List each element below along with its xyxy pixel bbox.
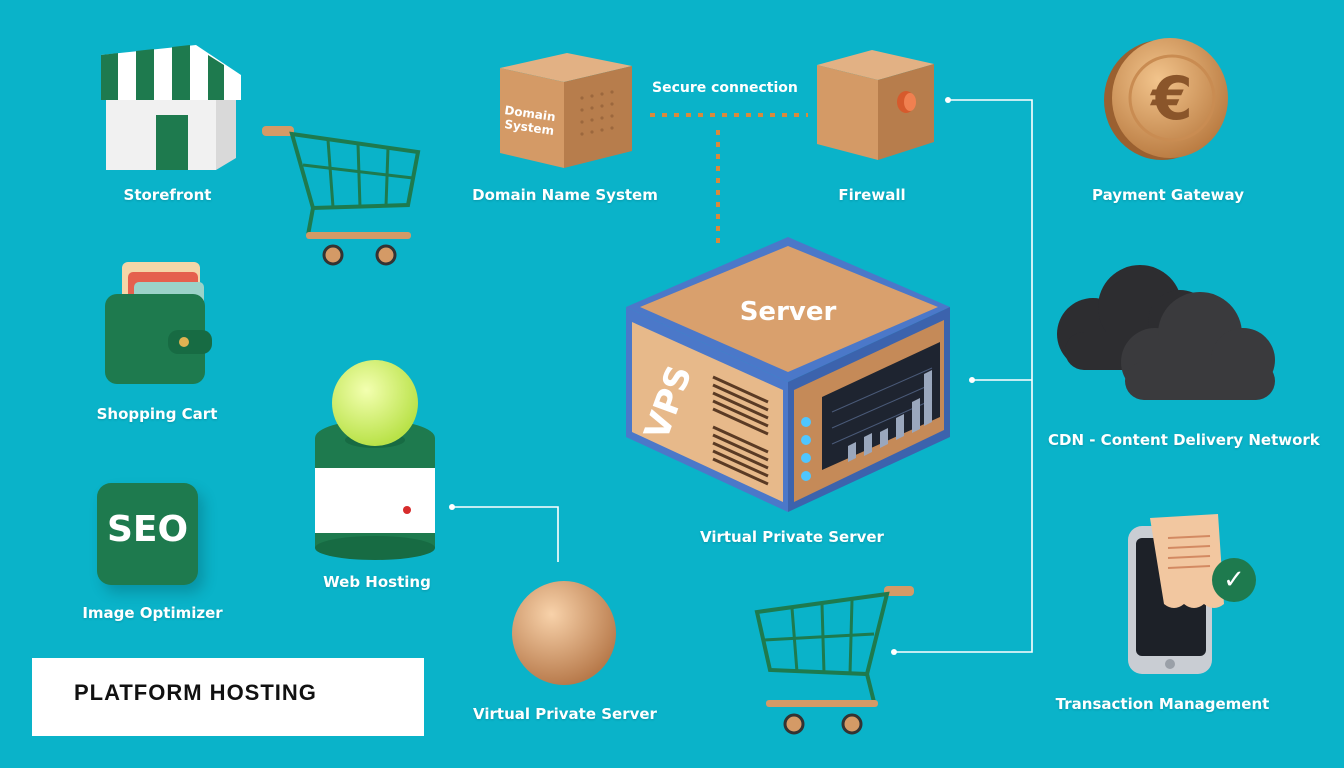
- lamp-icon: [315, 360, 435, 560]
- right-bracket-line: [894, 99, 1033, 653]
- secure-connection-label: Secure connection: [652, 80, 798, 96]
- cloud-icon: [1057, 265, 1275, 400]
- image-optimizer-label: Image Optimizer: [82, 604, 223, 622]
- sphere-icon: [512, 581, 616, 685]
- cart-icon: [262, 126, 421, 266]
- page-title: PLATFORM HOSTING: [74, 680, 317, 705]
- seo-icon: SEO: [97, 483, 198, 585]
- store-icon: [101, 45, 241, 170]
- phone-icon: [1128, 514, 1224, 674]
- server-center-label: Virtual Private Server: [700, 528, 884, 546]
- firewall-icon: [817, 50, 934, 160]
- dns-box-text-2: System: [504, 117, 555, 138]
- server-icon: Server VPS: [626, 237, 950, 512]
- check-icon: ✓: [1212, 558, 1256, 602]
- seo-text: SEO: [106, 509, 189, 550]
- payment-gateway-label: Payment Gateway: [1092, 186, 1244, 204]
- coin-icon: €: [1104, 38, 1228, 160]
- web-hosting-label: Web Hosting: [323, 573, 431, 591]
- cdn-label: CDN - Content Delivery Network: [1048, 431, 1320, 449]
- vps-bottom-label: Virtual Private Server: [473, 705, 657, 723]
- shopping-cart-label: Shopping Cart: [96, 405, 218, 423]
- firewall-label: Firewall: [838, 186, 906, 204]
- server-top-text: Server: [740, 297, 837, 327]
- cart-icon-bottom: [754, 586, 914, 735]
- storefront-label: Storefront: [123, 186, 212, 204]
- box-icon: Domain System: [500, 53, 632, 168]
- hosting-vps-line: [452, 506, 559, 562]
- transaction-label: Transaction Management: [1055, 695, 1270, 713]
- dns-label: Domain Name System: [472, 186, 658, 204]
- wallet-icon: [105, 262, 212, 384]
- coin-symbol: €: [1149, 64, 1193, 134]
- title-box: PLATFORM HOSTING: [32, 658, 424, 736]
